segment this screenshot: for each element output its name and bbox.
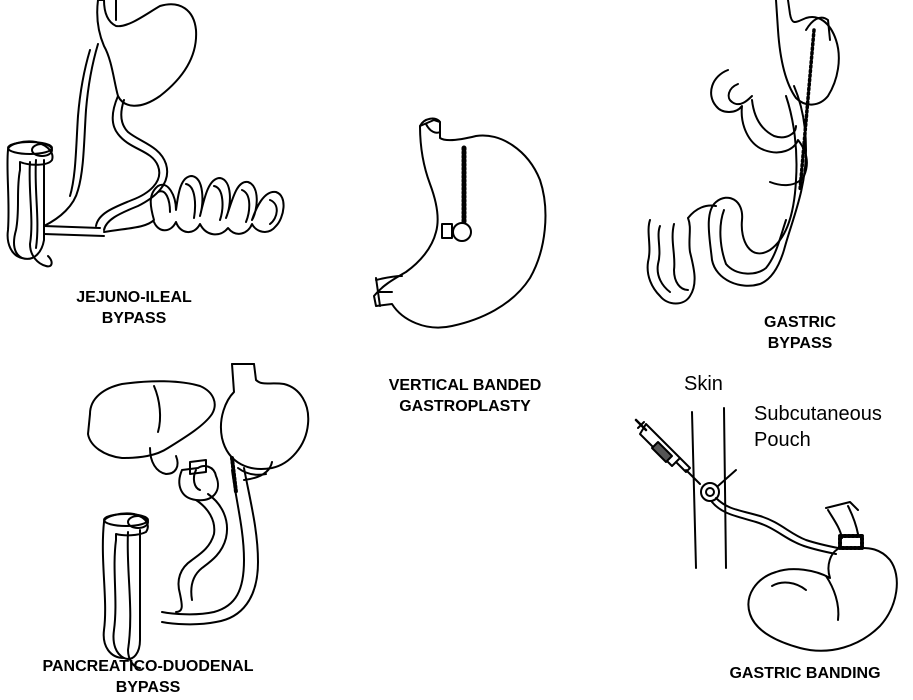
gband-skin-line-1 — [692, 412, 696, 568]
bpd-liver — [88, 381, 215, 458]
caption-pancreatico-duodenal-line2: BYPASS — [8, 677, 288, 698]
caption-jejuno-ileal-line2: BYPASS — [54, 308, 214, 329]
caption-gastric-bypass: GASTRIC BYPASS — [730, 312, 870, 354]
pancreatico-duodenal-bypass-illustration — [88, 364, 308, 668]
gb-excluded-stomach — [711, 70, 807, 185]
gband-skin-line-2 — [724, 408, 726, 568]
caption-pancreatico-duodenal: PANCREATICO-DUODENAL BYPASS — [8, 656, 288, 698]
label-pouch: Pouch — [754, 428, 811, 452]
jejuno-ileal-bypass-illustration — [7, 0, 283, 266]
gband-stomach — [748, 548, 896, 651]
gband-band — [840, 536, 862, 548]
caption-pancreatico-duodenal-line1: PANCREATICO-DUODENAL — [8, 656, 288, 677]
label-skin: Skin — [684, 372, 723, 396]
bpd-colon — [104, 513, 148, 658]
caption-gastric-banding-line1: GASTRIC BANDING — [700, 663, 910, 684]
vbg-band — [453, 223, 471, 241]
gband-syringe — [636, 420, 700, 484]
gastric-bypass-illustration — [648, 0, 839, 304]
caption-vbg: VERTICAL BANDED GASTROPLASTY — [345, 375, 585, 417]
caption-gastric-banding: GASTRIC BANDING — [700, 663, 910, 684]
caption-vbg-line1: VERTICAL BANDED — [345, 375, 585, 396]
vbg-illustration — [374, 119, 545, 328]
ji-small-bowel-coils — [104, 176, 284, 234]
caption-jejuno-ileal-line1: JEJUNO-ILEAL — [54, 287, 214, 308]
bpd-alimentary-limb — [162, 468, 258, 624]
ji-stomach — [97, 0, 196, 106]
bpd-stomach — [221, 364, 308, 469]
label-subcutaneous: Subcutaneous — [754, 402, 882, 426]
ji-duodenum — [96, 96, 167, 230]
gband-tubing — [712, 498, 838, 554]
caption-gastric-bypass-line2: BYPASS — [730, 333, 870, 354]
caption-gastric-bypass-line1: GASTRIC — [730, 312, 870, 333]
caption-jejuno-ileal: JEJUNO-ILEAL BYPASS — [54, 287, 214, 329]
bpd-biliopancreatic-limb — [176, 494, 227, 612]
caption-vbg-line2: GASTROPLASTY — [345, 396, 585, 417]
